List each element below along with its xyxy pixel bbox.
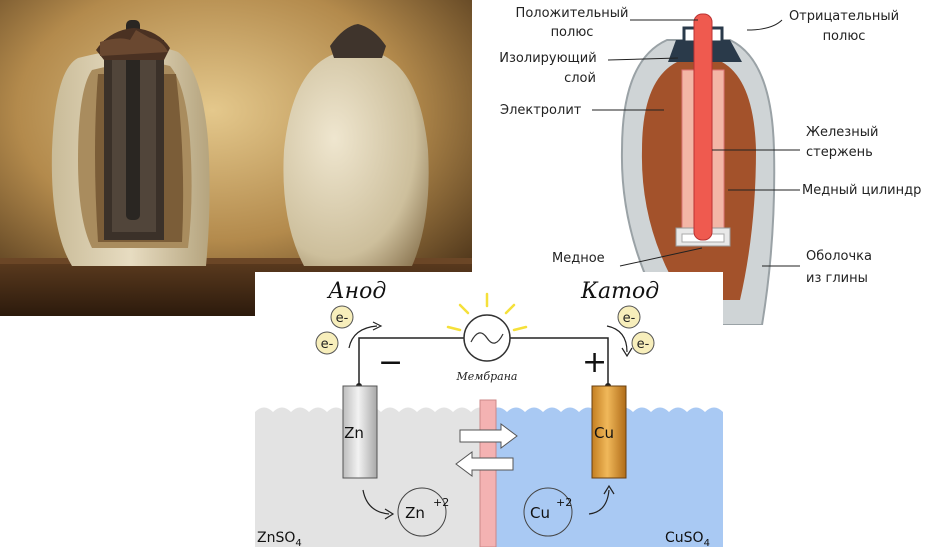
label-insulating-layer-1: Изолирующий — [499, 51, 596, 66]
cuso4-label: CuSO4 — [665, 530, 710, 547]
svg-text:+2: +2 — [556, 496, 572, 509]
label-negative-pole-2: полюс — [823, 29, 866, 44]
electron-right-1: e- — [617, 305, 641, 329]
copper-electrode — [591, 385, 627, 479]
zn-electrode-label: Zn — [344, 424, 364, 442]
svg-text:e-: e- — [637, 337, 650, 352]
svg-text:e-: e- — [321, 337, 334, 352]
anode-title: Анод — [326, 279, 386, 304]
label-iron-rod-1: Железный — [806, 125, 878, 140]
membrane-strip — [479, 399, 497, 547]
arrow-left-icon — [455, 451, 514, 477]
galvanic-cell-diagram: Zn Cu − + Анод Катод Мембрана e- e- e- e… — [255, 272, 723, 547]
cut-jar — [51, 20, 210, 267]
svg-text:+2: +2 — [433, 496, 449, 509]
label-positive-pole-2: полюс — [551, 25, 594, 40]
jar-cross-section: Положительный полюс Отрицательный полюс … — [499, 6, 921, 325]
electron-right-2: e- — [631, 331, 655, 355]
cathode-title: Катод — [580, 279, 659, 304]
svg-text:e-: e- — [623, 311, 636, 326]
svg-text:e-: e- — [336, 311, 349, 326]
minus-sign: − — [378, 345, 403, 380]
cu-electrode-label: Cu — [594, 424, 614, 442]
label-clay-shell-1: Оболочка — [806, 249, 872, 264]
label-iron-rod-2: стержень — [806, 145, 873, 160]
light-bulb-icon — [446, 292, 528, 362]
electron-left-2: e- — [315, 331, 339, 355]
svg-text:Cu: Cu — [530, 504, 550, 522]
label-clay-shell-2: из глины — [806, 271, 868, 286]
zinc-ion: Zn +2 — [397, 487, 449, 537]
membrane-label: Мембрана — [455, 370, 517, 383]
znso4-label: ZnSO4 — [257, 530, 302, 547]
whole-jar — [283, 24, 429, 266]
plus-sign: + — [582, 345, 607, 380]
jar-photo — [0, 0, 472, 316]
label-electrolyte: Электролит — [500, 103, 582, 118]
electron-left-1: e- — [330, 305, 354, 329]
zinc-electrode — [342, 385, 378, 479]
copper-ion: Cu +2 — [523, 487, 573, 537]
label-copper-cylinder: Медный цилиндр — [802, 183, 921, 198]
label-positive-pole-1: Положительный — [516, 6, 629, 21]
arrow-right-icon — [459, 423, 518, 449]
label-copper: Медное — [552, 251, 605, 266]
label-negative-pole-1: Отрицательный — [789, 9, 899, 24]
svg-text:Zn: Zn — [405, 504, 425, 522]
label-insulating-layer-2: слой — [564, 71, 596, 86]
